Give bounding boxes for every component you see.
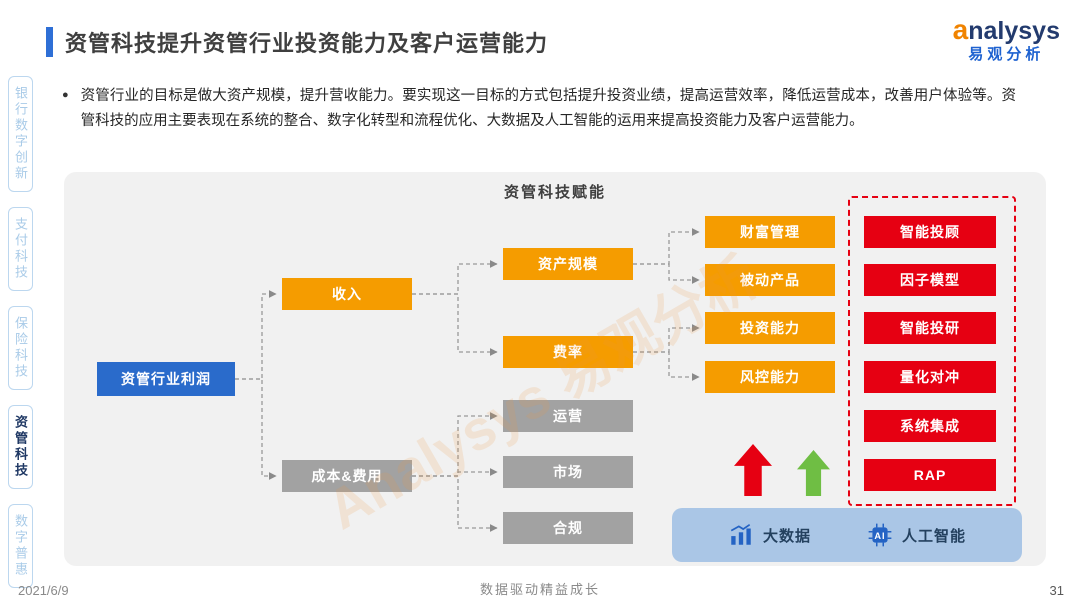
node-wealth-management: 财富管理 [705, 216, 835, 248]
node-cost-expense: 成本&费用 [282, 460, 412, 492]
intro-paragraph: ● 资管行业的目标是做大资产规模，提升营收能力。要实现这一目标的方式包括提升投资… [62, 84, 1016, 135]
logo-subtext: 易观分析 [968, 46, 1045, 64]
diagram-title: 资管科技赋能 [503, 184, 606, 201]
bullet-icon: ● [62, 89, 69, 101]
intro-text: 资管行业的目标是做大资产规模，提升营收能力。要实现这一目标的方式包括提升投资业绩… [80, 88, 1016, 130]
logo-brand-rest: nalysys [968, 17, 1060, 45]
node-marketing: 市场 [503, 456, 633, 488]
node-passive-products: 被动产品 [705, 264, 835, 296]
bigdata-item: 大数据 [728, 522, 811, 548]
bar-chart-icon [730, 523, 751, 545]
node-risk-control: 风控能力 [705, 361, 835, 393]
title-accent-bar [46, 27, 53, 57]
foundation-bar: 大数据 AI 人工智能 [672, 508, 1022, 562]
tech-dashed-frame [848, 196, 1016, 506]
sidebar-item-digital-inclusion[interactable]: 数字普惠 [8, 504, 33, 588]
ai-chip-icon: AI [868, 523, 892, 547]
sidebar-item-asset-management-tech[interactable]: 资管科技 [8, 405, 33, 489]
node-operations: 运营 [503, 400, 633, 432]
footer-slogan: 数据驱动精益成长 [479, 582, 600, 597]
bigdata-label: 大数据 [762, 527, 811, 545]
node-compliance: 合规 [503, 512, 633, 544]
tech-item-smart-research: 智能投研 [864, 312, 996, 344]
sidebar: 银行数字创新 支付科技 保险科技 资管科技 数字普惠 [8, 76, 33, 588]
page-number: 31 [1049, 583, 1064, 598]
logo-wordmark: analysys [953, 14, 1060, 46]
tech-item-system-integration: 系统集成 [864, 410, 996, 442]
tech-item-quant-hedging: 量化对冲 [864, 361, 996, 393]
tech-item-smart-advisory: 智能投顾 [864, 216, 996, 248]
node-fee-rate: 费率 [503, 336, 633, 368]
ai-icon-text: AI [874, 531, 885, 541]
node-income: 收入 [282, 278, 412, 310]
header: 资管科技提升资管行业投资能力及客户运营能力 [46, 26, 548, 58]
diagram-panel: 资管科技赋能 资管行业利润 [64, 172, 1046, 566]
page-title: 资管科技提升资管行业投资能力及客户运营能力 [65, 31, 549, 56]
tech-item-rap: RAP [864, 459, 996, 491]
tech-item-factor-model: 因子模型 [864, 264, 996, 296]
sidebar-item-payment-tech[interactable]: 支付科技 [8, 207, 33, 291]
node-asset-scale: 资产规模 [503, 248, 633, 280]
ai-item: AI 人工智能 [867, 522, 966, 548]
logo-a-swirl-icon: a [952, 14, 969, 45]
sidebar-item-banking-digital-innovation[interactable]: 银行数字创新 [8, 76, 33, 192]
node-industry-profit: 资管行业利润 [97, 362, 235, 396]
ai-label: 人工智能 [901, 527, 966, 545]
connector-lines [235, 228, 700, 532]
footer-date: 2021/6/9 [18, 583, 69, 598]
analysys-logo: analysys 易观分析 [953, 14, 1060, 63]
node-investment-capability: 投资能力 [705, 312, 835, 344]
sidebar-item-insurance-tech[interactable]: 保险科技 [8, 306, 33, 390]
